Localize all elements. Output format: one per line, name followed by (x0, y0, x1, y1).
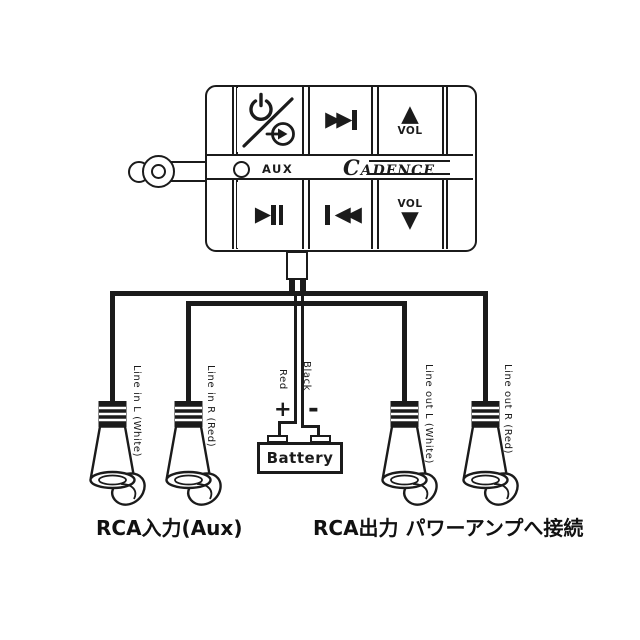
divider (377, 180, 379, 249)
power-source-button[interactable] (237, 88, 301, 152)
divider (232, 180, 234, 249)
mount-hole-icon (142, 155, 175, 188)
cadence-logo: CADENCE (325, 154, 453, 180)
battery-label: Battery (266, 449, 334, 467)
label-black-wire: Black (301, 361, 312, 392)
next-track-button[interactable]: ▶▶ (311, 88, 371, 152)
rca-plug-line-out-r (462, 401, 519, 506)
play-pause-icon: ▶ (254, 201, 271, 226)
volume-up-button[interactable]: ▲ VOL (379, 88, 441, 152)
wire-red (294, 292, 297, 423)
aux-led-icon (233, 161, 250, 178)
wire-line-in-l (110, 291, 115, 403)
brand-name: CADENCE (342, 154, 435, 180)
divider (377, 87, 379, 154)
power-source-icon (242, 92, 295, 148)
divider (232, 87, 234, 154)
label-red-wire: Red (277, 369, 288, 390)
play-pause-button[interactable]: ▶ (237, 182, 301, 248)
volume-down-button[interactable]: VOL ▼ (379, 182, 441, 248)
divider (236, 87, 238, 154)
wire-red (278, 421, 281, 436)
divider (302, 87, 304, 154)
rca-plug-line-out-l (381, 401, 438, 506)
caption-rca-output: RCA出力 パワーアンプへ接続 (313, 516, 584, 540)
divider (308, 180, 310, 249)
divider (442, 87, 444, 154)
aux-label: AUX (262, 162, 294, 176)
battery: Battery (257, 442, 343, 474)
caption-rca-input: RCA入力(Aux) (96, 516, 243, 540)
volume-down-icon: ▼ (401, 207, 419, 234)
prev-track-button[interactable]: ◀◀ (311, 182, 371, 248)
prev-track-bar (325, 205, 330, 225)
plus-sign: + (274, 397, 292, 421)
next-track-icon: ▶▶ (325, 106, 352, 131)
label-line-out-r: Line out R (Red) (502, 364, 513, 455)
wire-line-out-l (402, 301, 407, 403)
wire-black (317, 425, 320, 436)
divider (302, 180, 304, 249)
wire-black (301, 292, 304, 428)
minus-sign: - (308, 394, 319, 424)
volume-down-label: VOL (397, 197, 423, 210)
divider (446, 180, 448, 249)
wire-connector-block (286, 251, 308, 280)
divider (371, 87, 373, 154)
rca-plug-line-in-l (89, 401, 146, 506)
divider (236, 180, 238, 249)
divider (207, 178, 473, 180)
wire-stub (300, 278, 306, 292)
label-line-in-l: Line in L (White) (131, 365, 142, 458)
divider (371, 180, 373, 249)
volume-up-icon: ▲ (401, 100, 419, 127)
prev-track-icon: ◀◀ (334, 201, 362, 226)
label-line-in-r: Line in R (Red) (205, 365, 216, 448)
label-line-out-l: Line out L (White) (423, 364, 434, 465)
wire-red (278, 421, 297, 424)
wire-line-out-r (483, 291, 488, 403)
pause-bar (271, 205, 276, 225)
wire-line-in-r (186, 301, 191, 403)
divider (308, 87, 310, 154)
wire-branch-outer (110, 291, 488, 296)
slash-icon (242, 97, 294, 148)
rca-plug-line-in-r (165, 401, 222, 506)
wire-stub (289, 278, 295, 292)
divider (442, 180, 444, 249)
volume-up-label: VOL (397, 124, 423, 137)
divider (207, 154, 473, 156)
remote-control: ▶▶ ▲ VOL ▶ ◀◀ VOL ▼ AUX CADENCE (205, 85, 477, 252)
divider (446, 87, 448, 154)
pause-bar (278, 205, 284, 225)
power-icon (249, 99, 273, 122)
wire-black (301, 425, 320, 428)
mount-hole-inner (150, 163, 166, 179)
next-track-bar (352, 110, 357, 130)
